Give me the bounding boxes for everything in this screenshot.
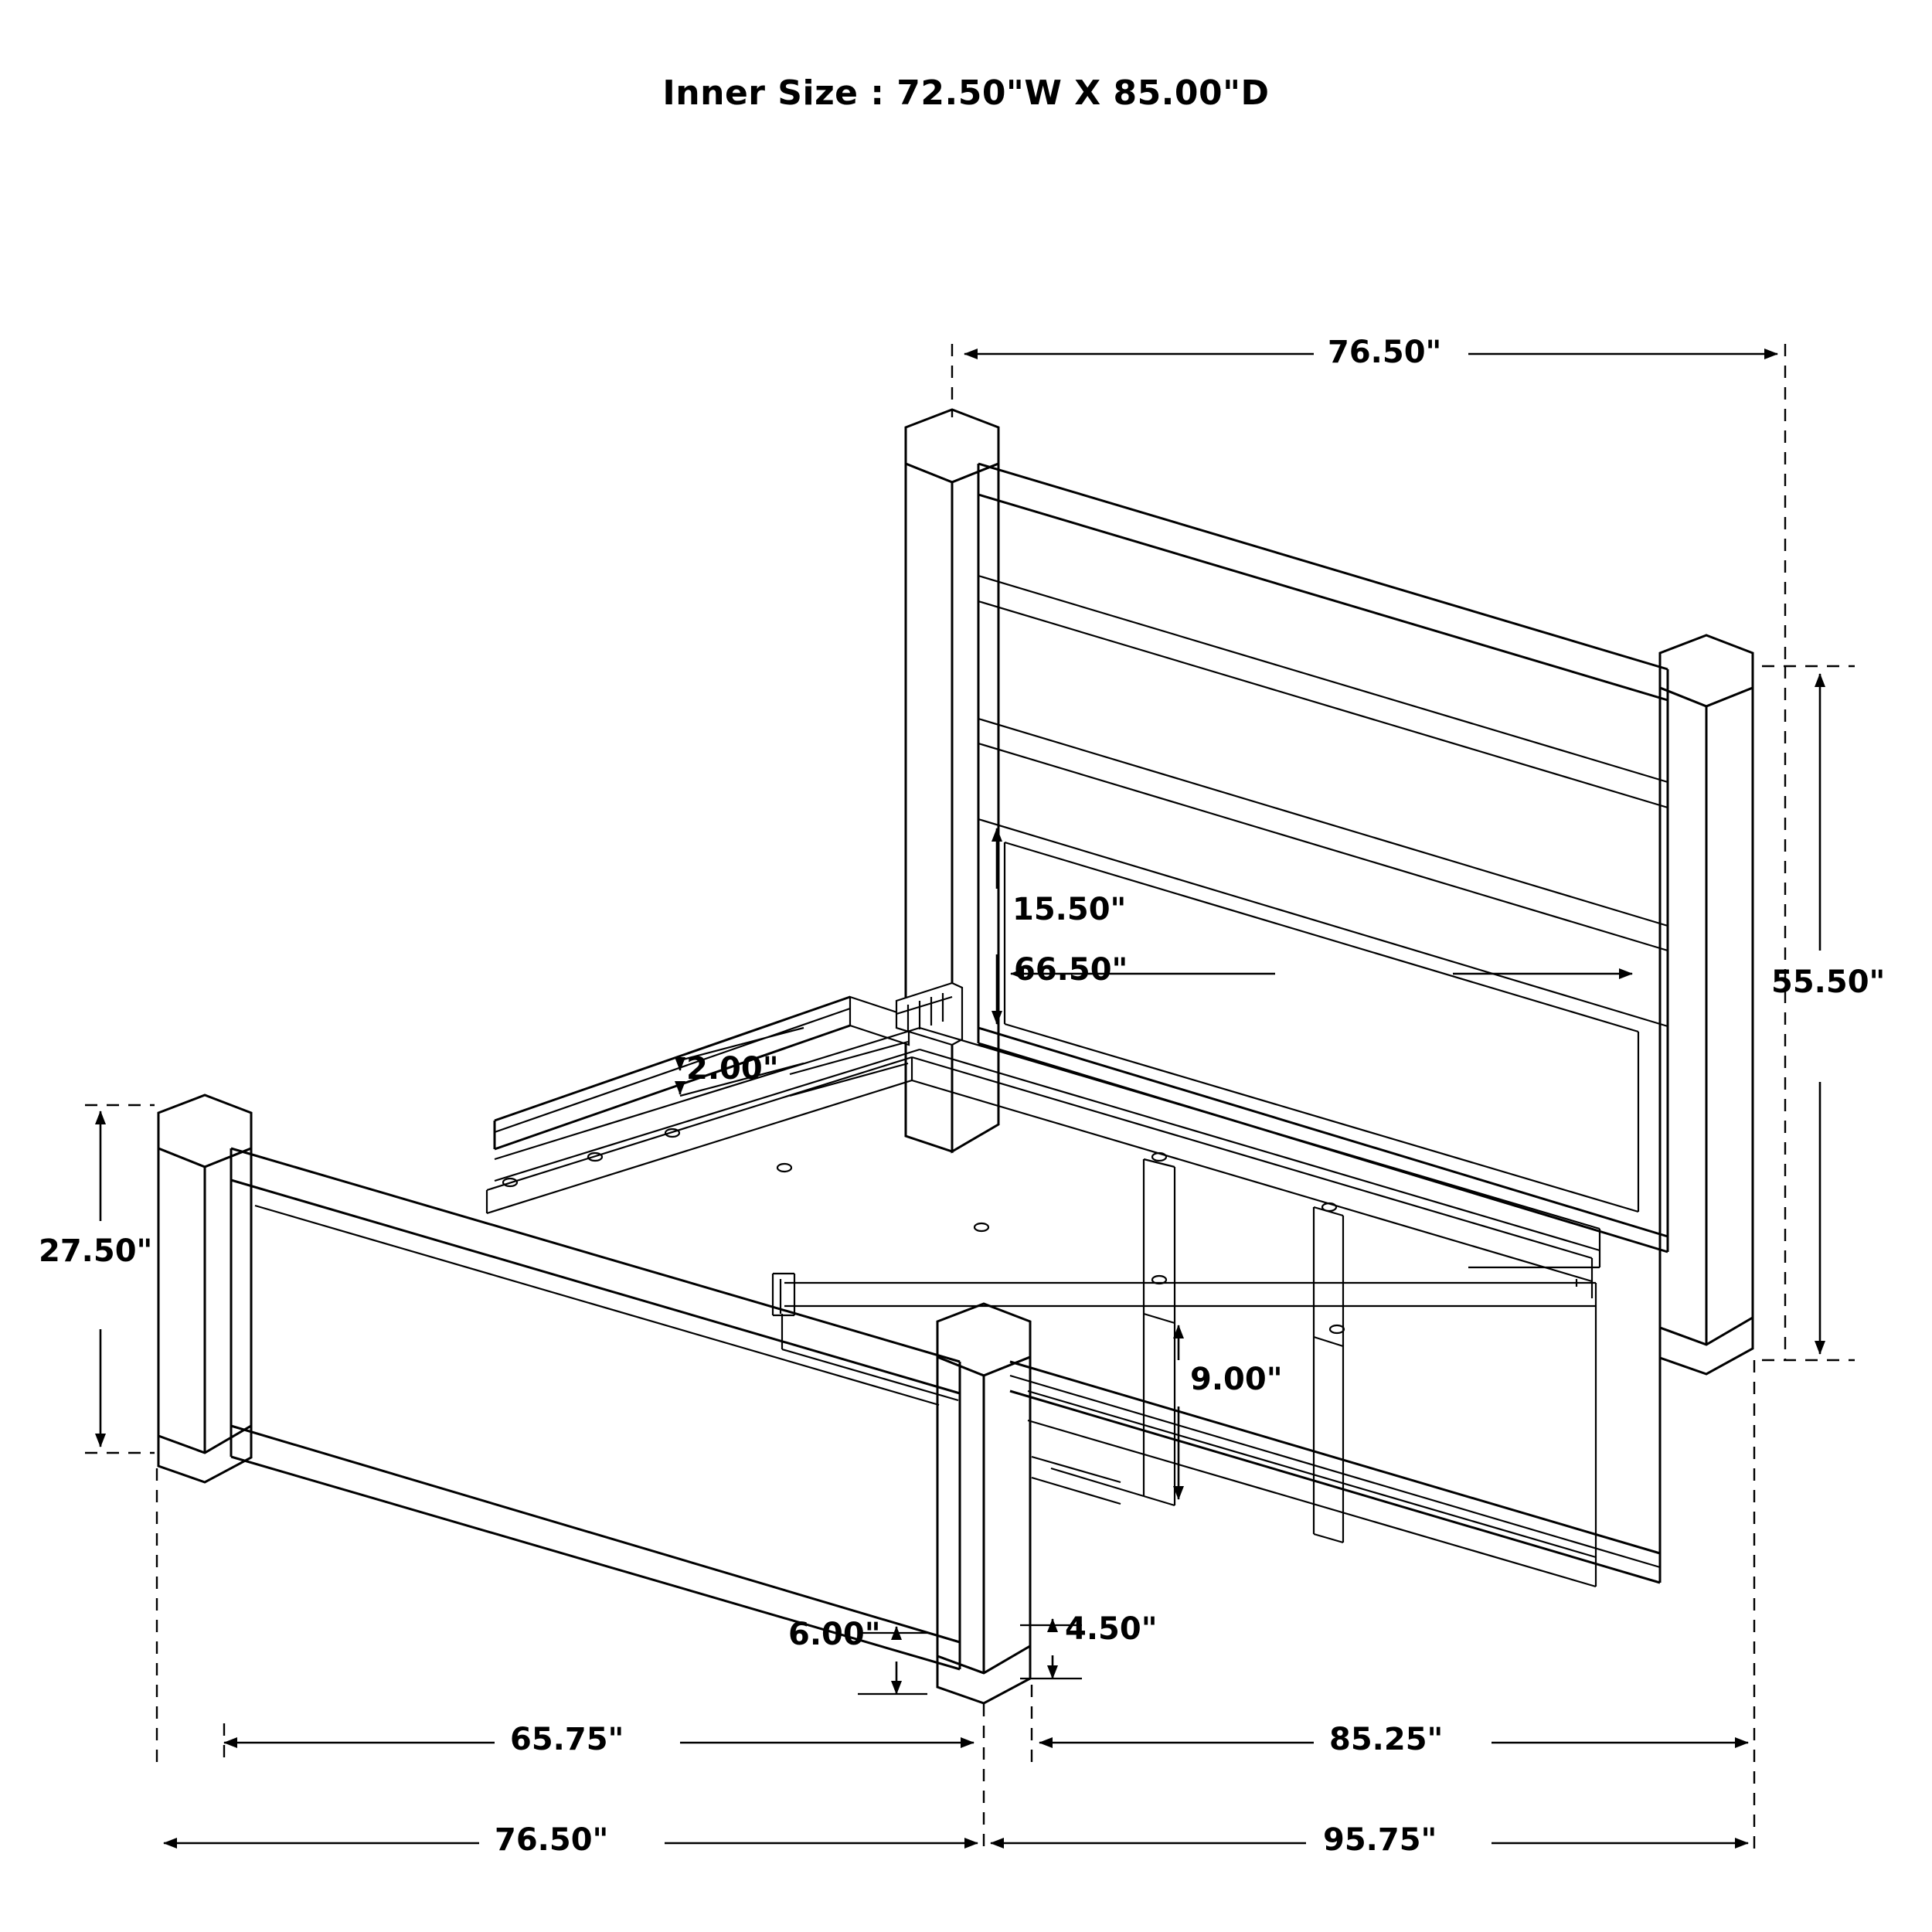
slat-frame: [485, 1026, 1601, 1588]
dim-label-foot-clearance: 6.00": [788, 1617, 881, 1652]
headboard-panel: [977, 462, 1669, 1253]
dim-label-rail-thickness: 2.00": [686, 1051, 779, 1087]
dim-label-bottom-outer-left: 76.50": [495, 1822, 609, 1858]
dim-label-right-post-height: 55.50": [1771, 964, 1886, 1000]
dim-label-post-clearance: 4.50": [1065, 1611, 1158, 1647]
side-rail-right: [1009, 1358, 1662, 1584]
dimension-lines: [85, 344, 1855, 1855]
headboard-left-post: [904, 408, 1000, 1154]
dim-label-headboard-panel-width: 66.50": [1014, 952, 1128, 988]
footboard-panel: [230, 1147, 961, 1671]
dim-label-headboard-panel-height: 15.50": [1012, 892, 1127, 927]
side-rail-left: [493, 995, 910, 1151]
dim-label-left-post-height: 27.50": [39, 1233, 153, 1269]
dim-label-slat-height: 9.00": [1190, 1362, 1283, 1397]
dim-label-bottom-outer-right: 95.75": [1323, 1822, 1437, 1858]
rail-top-left: [789, 1040, 909, 1097]
footboard-left-post: [157, 1094, 253, 1484]
dim-label-top-width: 76.50": [1328, 335, 1442, 370]
headboard-right-post: [1658, 634, 1754, 1376]
dim-label-bottom-inner-right: 85.25": [1329, 1722, 1444, 1757]
page-title: Inner Size : 72.50"W X 85.00"D: [662, 73, 1270, 113]
dim-label-bottom-inner-left: 65.75": [510, 1722, 624, 1757]
